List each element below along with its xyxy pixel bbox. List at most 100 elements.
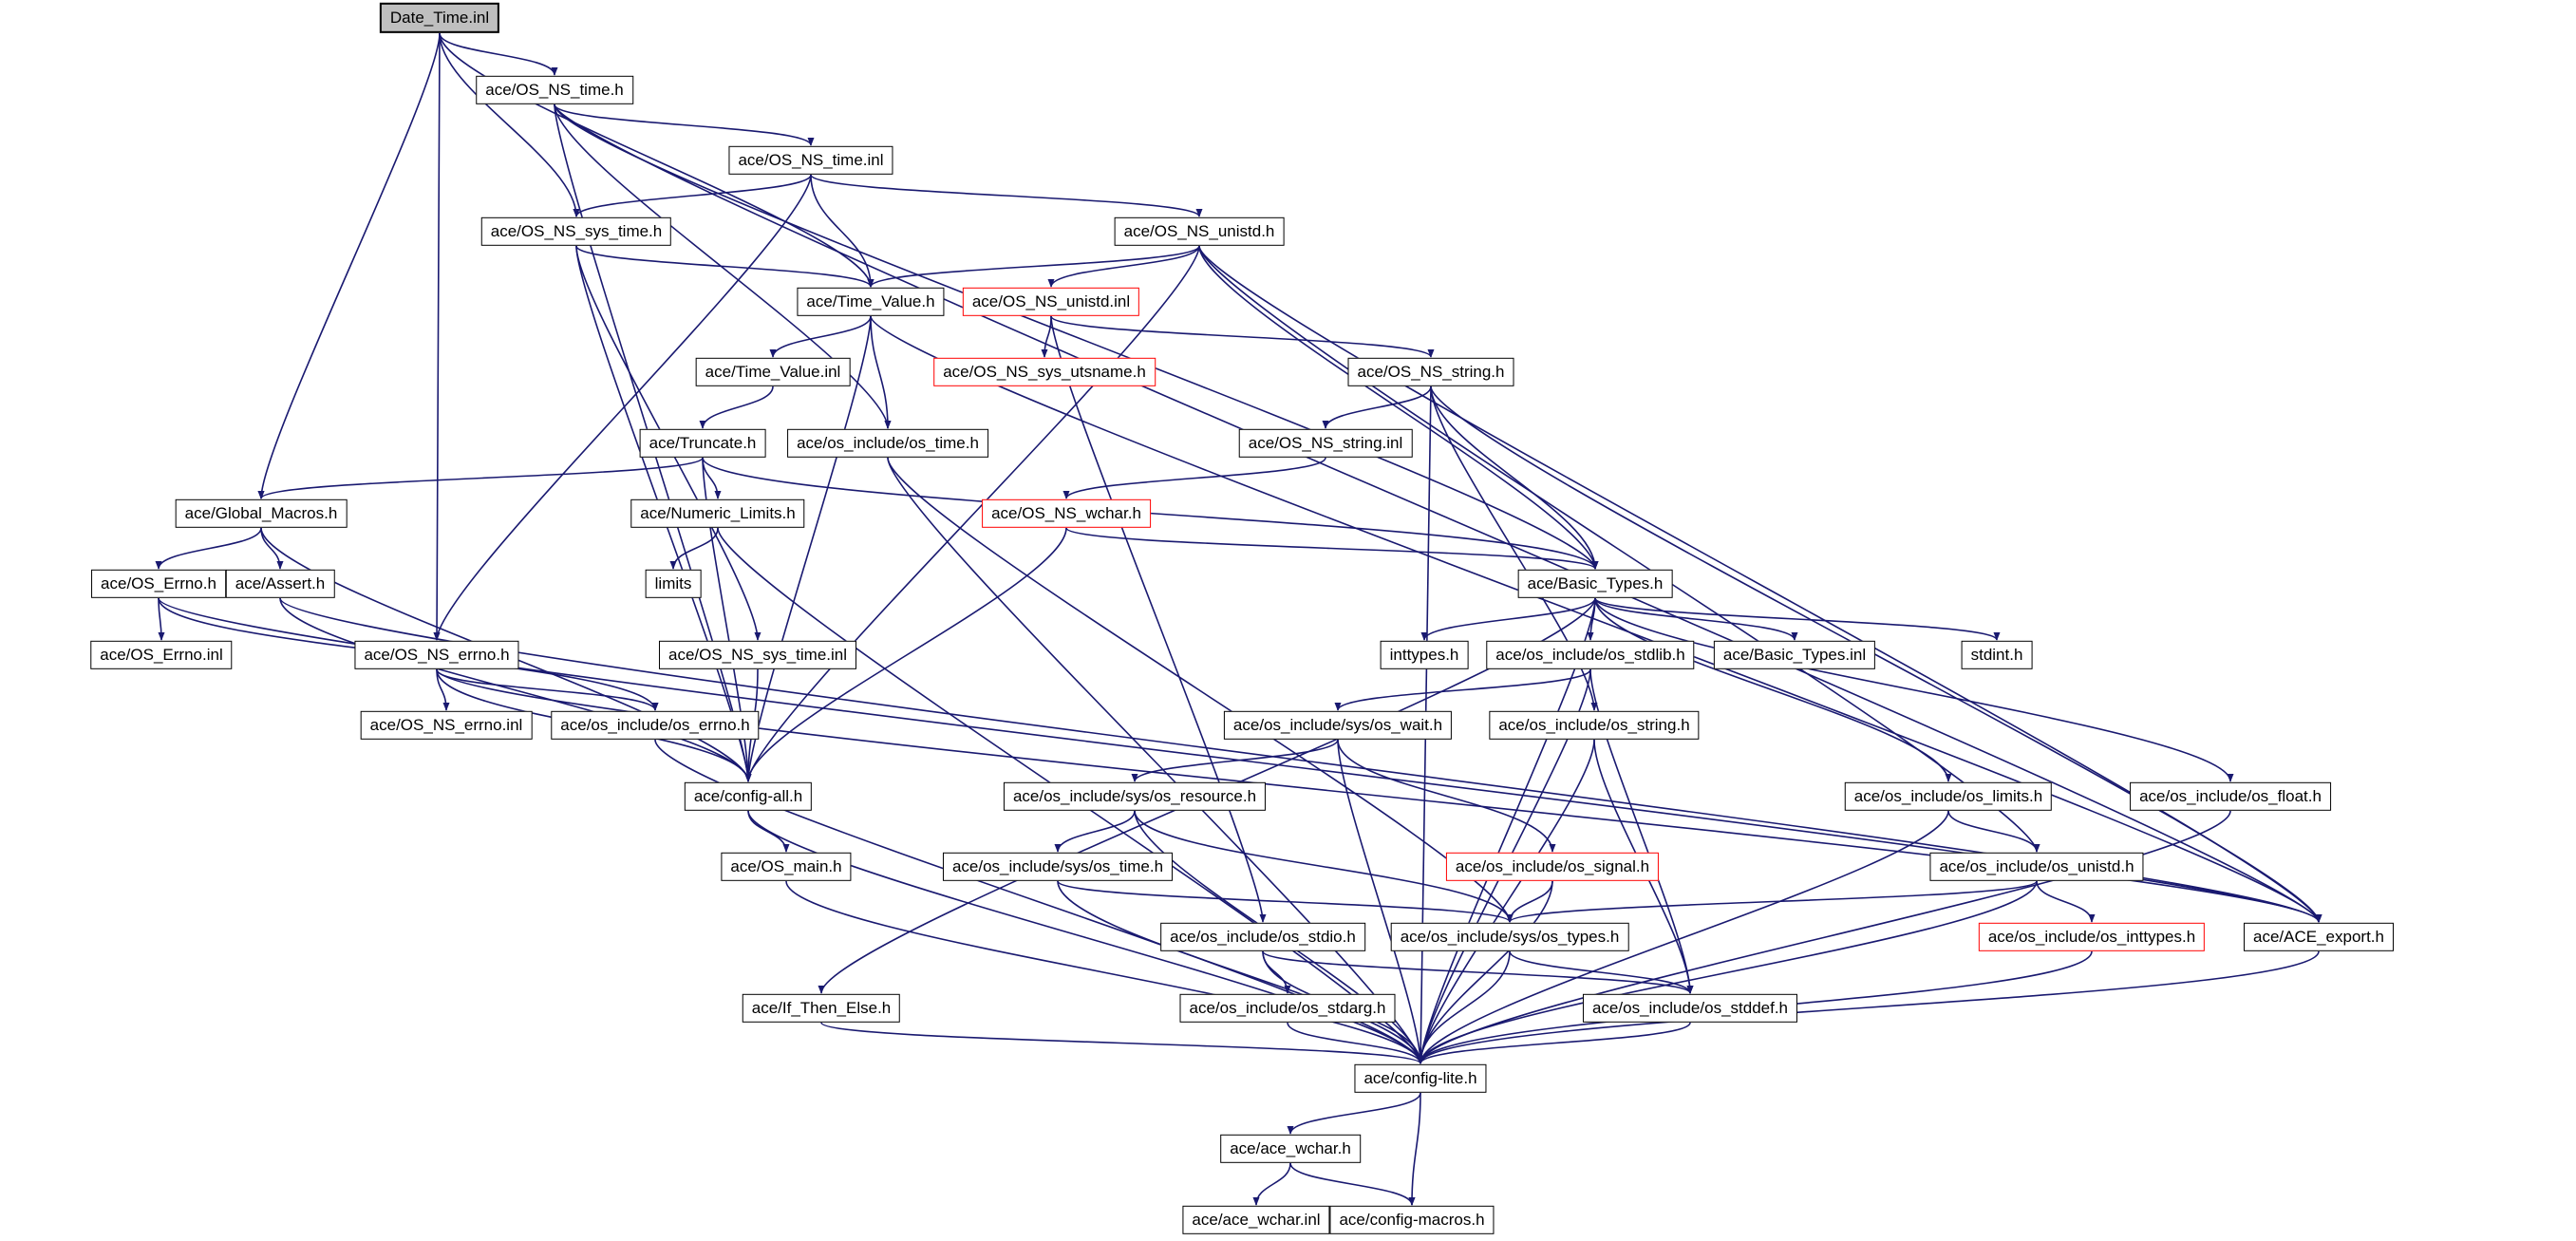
graph-node-os_ns_string_h[interactable]: ace/OS_NS_string.h bbox=[1347, 357, 1514, 387]
include-edge-os_errno_h-to-os_errno_inl bbox=[158, 597, 165, 641]
graph-node-label: ace/os_include/os_stdarg.h bbox=[1189, 998, 1386, 1017]
graph-node-assert_h[interactable]: ace/Assert.h bbox=[225, 569, 335, 599]
graph-node-oi_os_unistd[interactable]: ace/os_include/os_unistd.h bbox=[1929, 852, 2144, 882]
include-edge-basic_types_h-to-oi_os_limits bbox=[1594, 597, 1952, 782]
graph-node-label: ace/os_include/os_signal.h bbox=[1455, 856, 1650, 875]
graph-node-numeric_limits[interactable]: ace/Numeric_Limits.h bbox=[630, 498, 805, 529]
include-edge-oi_os_stdlib-to-oi_os_stddef bbox=[1589, 668, 1694, 994]
graph-node-ace_wchar_h[interactable]: ace/ace_wchar.h bbox=[1220, 1134, 1361, 1164]
include-edge-config_lite-to-ace_wchar_h bbox=[1287, 1092, 1421, 1135]
graph-node-label: ace/Numeric_Limits.h bbox=[640, 503, 796, 522]
graph-node-oi_os_float[interactable]: ace/os_include/os_float.h bbox=[2130, 781, 2331, 812]
include-edge-os_ns_wchar_h-to-basic_types_h bbox=[1065, 527, 1599, 570]
graph-node-os_ns_wchar_h[interactable]: ace/OS_NS_wchar.h bbox=[982, 498, 1151, 529]
graph-node-os_ns_time_h[interactable]: ace/OS_NS_time.h bbox=[476, 75, 633, 105]
graph-node-label: ace/os_include/os_limits.h bbox=[1853, 786, 2043, 805]
graph-node-oi_sys_types[interactable]: ace/os_include/sys/os_types.h bbox=[1390, 922, 1629, 952]
include-edge-os_ns_unistd_h-to-basic_types_h bbox=[1198, 245, 1599, 570]
include-edge-oi_sys_wait-to-oi_sys_resource bbox=[1131, 739, 1339, 782]
include-edge-oi_sys_time-to-config_lite bbox=[1057, 880, 1424, 1064]
graph-node-oi_os_stdio[interactable]: ace/os_include/os_stdio.h bbox=[1160, 922, 1365, 952]
graph-node-label: limits bbox=[654, 573, 692, 592]
graph-node-oi_os_stdarg[interactable]: ace/os_include/os_stdarg.h bbox=[1179, 993, 1396, 1024]
graph-node-oi_sys_resource[interactable]: ace/os_include/sys/os_resource.h bbox=[1003, 781, 1267, 812]
include-edge-assert_h-to-ace_export bbox=[279, 597, 2322, 923]
include-edge-basic_types_h-to-config_lite bbox=[1417, 597, 1596, 1064]
graph-node-label: ace/OS_NS_time.inl bbox=[738, 150, 884, 169]
graph-node-time_value_inl[interactable]: ace/Time_Value.inl bbox=[695, 357, 851, 387]
graph-node-oi_os_errno[interactable]: ace/os_include/os_errno.h bbox=[551, 710, 760, 741]
graph-node-truncate_h[interactable]: ace/Truncate.h bbox=[639, 428, 766, 459]
graph-node-os_ns_time_inl[interactable]: ace/OS_NS_time.inl bbox=[728, 145, 893, 176]
graph-node-config_lite[interactable]: ace/config-lite.h bbox=[1354, 1063, 1487, 1094]
include-edge-oi_sys_types-to-oi_os_stddef bbox=[1509, 950, 1694, 994]
graph-node-oi_os_stddef[interactable]: ace/os_include/os_stddef.h bbox=[1582, 993, 1798, 1024]
graph-node-label: ace/OS_NS_time.h bbox=[485, 80, 624, 99]
include-edge-os_ns_unistd_inl-to-os_ns_string_h bbox=[1050, 315, 1435, 358]
graph-node-os_errno_h[interactable]: ace/OS_Errno.h bbox=[91, 569, 226, 599]
graph-node-label: ace/ACE_export.h bbox=[2253, 927, 2384, 946]
graph-node-label: ace/OS_NS_sys_time.inl bbox=[668, 645, 848, 664]
graph-node-inttypes[interactable]: inttypes.h bbox=[1380, 640, 1469, 670]
include-edge-truncate_h-to-config_all bbox=[702, 457, 752, 782]
include-edge-time_value_inl-to-truncate_h bbox=[699, 385, 774, 429]
graph-node-if_then_else[interactable]: ace/If_Then_Else.h bbox=[742, 993, 901, 1024]
graph-node-label: ace/os_include/os_string.h bbox=[1498, 715, 1690, 734]
graph-node-os_errno_inl[interactable]: ace/OS_Errno.inl bbox=[90, 640, 233, 670]
graph-node-label: ace/Truncate.h bbox=[649, 433, 757, 452]
graph-node-oi_os_stdlib[interactable]: ace/os_include/os_stdlib.h bbox=[1486, 640, 1695, 670]
graph-node-label: ace/os_include/os_errno.h bbox=[560, 715, 750, 734]
include-edge-dt-to-os_ns_sys_time_h bbox=[439, 32, 580, 217]
graph-node-os_ns_unistd_h[interactable]: ace/OS_NS_unistd.h bbox=[1114, 216, 1285, 247]
graph-node-label: ace/OS_NS_errno.inl bbox=[369, 715, 523, 734]
graph-node-os_ns_errno_h[interactable]: ace/OS_NS_errno.h bbox=[354, 640, 519, 670]
graph-node-oi_sys_wait[interactable]: ace/os_include/sys/os_wait.h bbox=[1223, 710, 1453, 741]
graph-node-global_macros[interactable]: ace/Global_Macros.h bbox=[175, 498, 348, 529]
graph-node-oi_sys_time[interactable]: ace/os_include/sys/os_time.h bbox=[942, 852, 1174, 882]
include-edge-config_all-to-os_main bbox=[747, 810, 790, 853]
graph-node-oi_os_inttypes[interactable]: ace/os_include/os_inttypes.h bbox=[1978, 922, 2206, 952]
graph-node-label: ace/ace_wchar.inl bbox=[1192, 1210, 1321, 1229]
graph-node-oi_os_signal[interactable]: ace/os_include/os_signal.h bbox=[1445, 852, 1660, 882]
include-edge-oi_os_unistd-to-oi_sys_types bbox=[1506, 880, 2038, 923]
graph-node-basic_types_inl[interactable]: ace/Basic_Types.inl bbox=[1713, 640, 1876, 670]
graph-node-label: ace/os_include/os_inttypes.h bbox=[1987, 927, 2196, 946]
include-edge-dt-to-global_macros bbox=[257, 32, 441, 499]
graph-node-os_ns_unistd_inl[interactable]: ace/OS_NS_unistd.inl bbox=[962, 287, 1140, 317]
graph-node-os_ns_string_inl[interactable]: ace/OS_NS_string.inl bbox=[1238, 428, 1413, 459]
include-edge-os_ns_unistd_h-to-time_value_h bbox=[867, 245, 1200, 288]
graph-node-basic_types_h[interactable]: ace/Basic_Types.h bbox=[1517, 569, 1673, 599]
graph-node-limits[interactable]: limits bbox=[645, 569, 702, 599]
include-edge-os_ns_errno_h-to-oi_os_errno bbox=[436, 668, 659, 711]
graph-node-os_ns_sys_time_h[interactable]: ace/OS_NS_sys_time.h bbox=[480, 216, 672, 247]
graph-node-config_all[interactable]: ace/config-all.h bbox=[684, 781, 813, 812]
graph-node-ace_export[interactable]: ace/ACE_export.h bbox=[2244, 922, 2394, 952]
graph-node-label: ace/os_include/os_float.h bbox=[2139, 786, 2322, 805]
graph-node-config_macros[interactable]: ace/config-macros.h bbox=[1329, 1205, 1495, 1235]
include-edge-os_main-to-config_lite bbox=[785, 880, 1424, 1064]
graph-node-label: ace/os_include/os_stddef.h bbox=[1591, 998, 1789, 1017]
include-edge-oi_os_errno-to-config_lite bbox=[654, 739, 1424, 1064]
include-edge-if_then_else-to-config_lite bbox=[820, 1022, 1424, 1064]
include-edge-os_ns_errno_h-to-ace_export bbox=[436, 668, 2322, 923]
graph-node-oi_os_string[interactable]: ace/os_include/os_string.h bbox=[1489, 710, 1700, 741]
include-edge-basic_types_h-to-inttypes bbox=[1420, 597, 1596, 641]
graph-node-os_ns_sys_utsname_h[interactable]: ace/OS_NS_sys_utsname.h bbox=[933, 357, 1156, 387]
graph-node-oi_os_limits[interactable]: ace/os_include/os_limits.h bbox=[1844, 781, 2053, 812]
graph-node-os_main[interactable]: ace/OS_main.h bbox=[721, 852, 852, 882]
graph-node-label: ace/OS_NS_unistd.inl bbox=[971, 291, 1131, 310]
graph-node-os_ns_sys_time_inl[interactable]: ace/OS_NS_sys_time.inl bbox=[658, 640, 857, 670]
include-edge-os_ns_time_h-to-basic_types_h bbox=[554, 103, 1599, 570]
graph-node-label: ace/os_include/os_time.h bbox=[797, 433, 979, 452]
graph-node-stdint[interactable]: stdint.h bbox=[1961, 640, 2033, 670]
graph-node-oi_os_time[interactable]: ace/os_include/os_time.h bbox=[787, 428, 988, 459]
graph-node-os_ns_errno_inl[interactable]: ace/OS_NS_errno.inl bbox=[360, 710, 533, 741]
include-edge-os_ns_time_inl-to-os_ns_sys_time_h bbox=[573, 174, 812, 217]
graph-node-time_value_h[interactable]: ace/Time_Value.h bbox=[797, 287, 945, 317]
graph-node-label: ace/Basic_Types.inl bbox=[1722, 645, 1867, 664]
graph-node-ace_wchar_inl[interactable]: ace/ace_wchar.inl bbox=[1182, 1205, 1330, 1235]
include-edge-config_lite-to-config_macros bbox=[1408, 1092, 1421, 1206]
graph-node-label: ace/OS_NS_sys_utsname.h bbox=[943, 362, 1146, 381]
